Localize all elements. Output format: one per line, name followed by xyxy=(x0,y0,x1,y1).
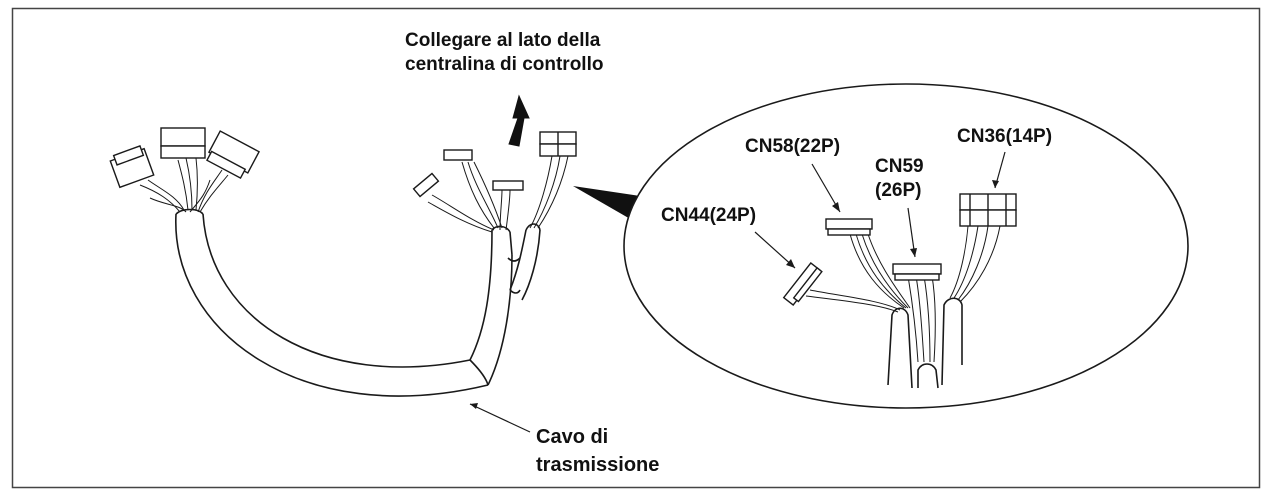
right-cable-branches xyxy=(469,223,541,386)
connect-label: Collegare al lato della centralina di co… xyxy=(405,29,603,77)
right-wire-bundle xyxy=(427,155,569,233)
cable-label: Cavo di trasmissione xyxy=(536,423,659,479)
leader-arrowheads xyxy=(470,180,999,409)
connector-cn59 xyxy=(892,263,942,275)
cn59-label: CN59 (26P) xyxy=(875,155,924,203)
cn59-label-line2: (26P) xyxy=(875,180,922,201)
connect-label-line1: Collegare al lato della xyxy=(405,30,601,51)
cn59-label-line1: CN59 xyxy=(875,156,924,177)
cn36-label: CN36(14P) xyxy=(957,126,1053,147)
zoom-ellipse xyxy=(623,83,1189,409)
transmission-cable xyxy=(175,208,489,397)
right-small-connectors xyxy=(412,131,577,198)
cable-label-line1: Cavo di xyxy=(536,426,609,448)
zoom-connectors xyxy=(782,193,1017,307)
zoom-wires xyxy=(805,225,1001,363)
cn58-label: CN58(22P) xyxy=(745,136,841,157)
zoom-tubes xyxy=(887,297,963,389)
cn44-label: CN44(24P) xyxy=(661,205,757,226)
zoom-pointer xyxy=(573,186,640,220)
diagram-frame xyxy=(11,7,1261,489)
left-connectors xyxy=(109,127,261,189)
cable-label-line2: trasmissione xyxy=(536,454,660,476)
up-arrow-icon xyxy=(508,94,530,147)
connector-cn58 xyxy=(825,218,873,230)
connect-label-line2: centralina di controllo xyxy=(405,54,604,75)
left-wire-bundle xyxy=(139,157,229,213)
